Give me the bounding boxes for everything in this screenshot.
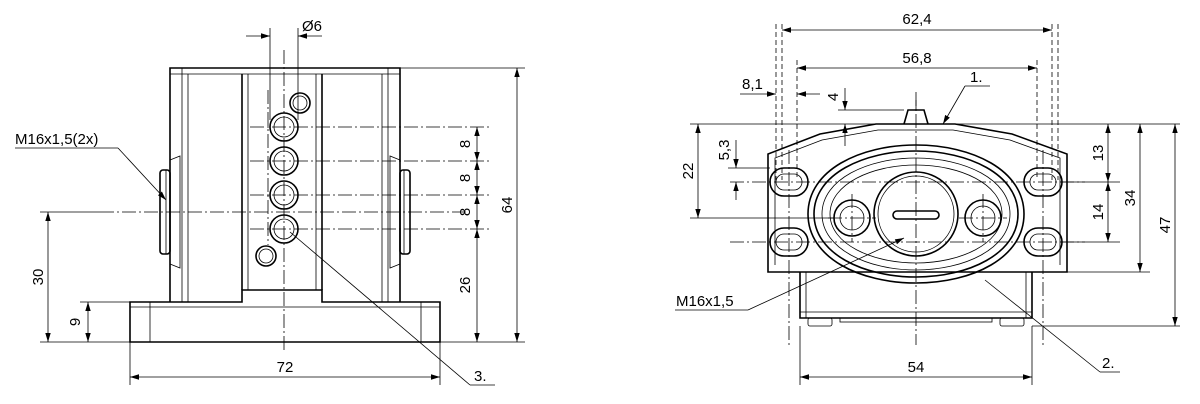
- base-thickness-label: 9: [67, 318, 84, 326]
- callout-item-2: 2.: [984, 279, 1120, 373]
- dim-flange-offset: 8,1: [740, 76, 820, 97]
- bore-diameter-label: Ø6: [302, 18, 322, 35]
- dim-pitch-chain: 8 8 8 26: [440, 127, 525, 343]
- dim-hole-spacing: 56,8: [797, 50, 1037, 71]
- dim-side-total-height: 47: [1157, 124, 1178, 326]
- pitch-2-label: 8: [457, 174, 474, 182]
- dim-stub-height: 4: [825, 88, 904, 146]
- total-height-label: 64: [499, 197, 516, 214]
- stub-height-label: 4: [825, 93, 842, 101]
- right-mid-label: 14: [1090, 204, 1107, 221]
- overall-width-label: 62,4: [902, 11, 931, 28]
- dim-side-port-height: 30: [30, 211, 130, 343]
- side-port-height-label: 30: [30, 269, 47, 286]
- base-width-label: 72: [277, 359, 294, 376]
- center-thread-label: M16x1,5: [676, 293, 734, 310]
- dim-total-height: 64: [400, 67, 525, 342]
- dim-bottom-width: 54: [799, 326, 1033, 385]
- callout-side-thread: M16x1,5(2x): [15, 131, 167, 201]
- front-view: Ø6 8 8 8 26 64 30 9: [15, 18, 525, 386]
- base-to-port-label: 26: [457, 277, 474, 294]
- pitch-3-label: 8: [457, 208, 474, 216]
- pitch-1-label: 8: [457, 140, 474, 148]
- side-holes: [833, 171, 1002, 257]
- dim-right-height: 34: [1122, 124, 1143, 272]
- item-2-label: 2.: [1102, 355, 1115, 372]
- side-view: 62,4 56,8 8,1 4 5,3 22: [675, 11, 1180, 385]
- flange-offset-label: 8,1: [742, 76, 763, 93]
- dim-bore-diameter: Ø6: [246, 18, 322, 120]
- item-3-label: 3.: [474, 368, 487, 385]
- dim-slot-offset: 5,3: [716, 140, 770, 200]
- hole-spacing-label: 56,8: [902, 50, 931, 67]
- side-thread-label: M16x1,5(2x): [15, 131, 98, 148]
- right-height-label: 34: [1122, 190, 1139, 207]
- callout-item-1: 1.: [942, 69, 990, 125]
- callout-item-3: 3.: [289, 231, 495, 386]
- center-lines: [100, 50, 490, 350]
- right-top-label: 13: [1090, 145, 1107, 162]
- port-holes: [255, 92, 311, 267]
- side-center-lines: [730, 24, 1085, 345]
- dim-overall-width: 62,4: [782, 11, 1052, 33]
- left-height-label: 22: [680, 163, 697, 180]
- item-1-label: 1.: [970, 69, 983, 86]
- dim-base-width: 72: [129, 342, 441, 385]
- dim-left-height: 22: [680, 123, 876, 219]
- side-total-height-label: 47: [1157, 217, 1174, 234]
- base-flange: [129, 289, 441, 343]
- seal-rings: [807, 144, 1025, 284]
- callout-center-thread: M16x1,5: [675, 237, 905, 311]
- slot-offset-label: 5,3: [716, 140, 733, 161]
- bottom-width-label: 54: [908, 359, 925, 376]
- dim-base-thickness: 9: [67, 301, 130, 342]
